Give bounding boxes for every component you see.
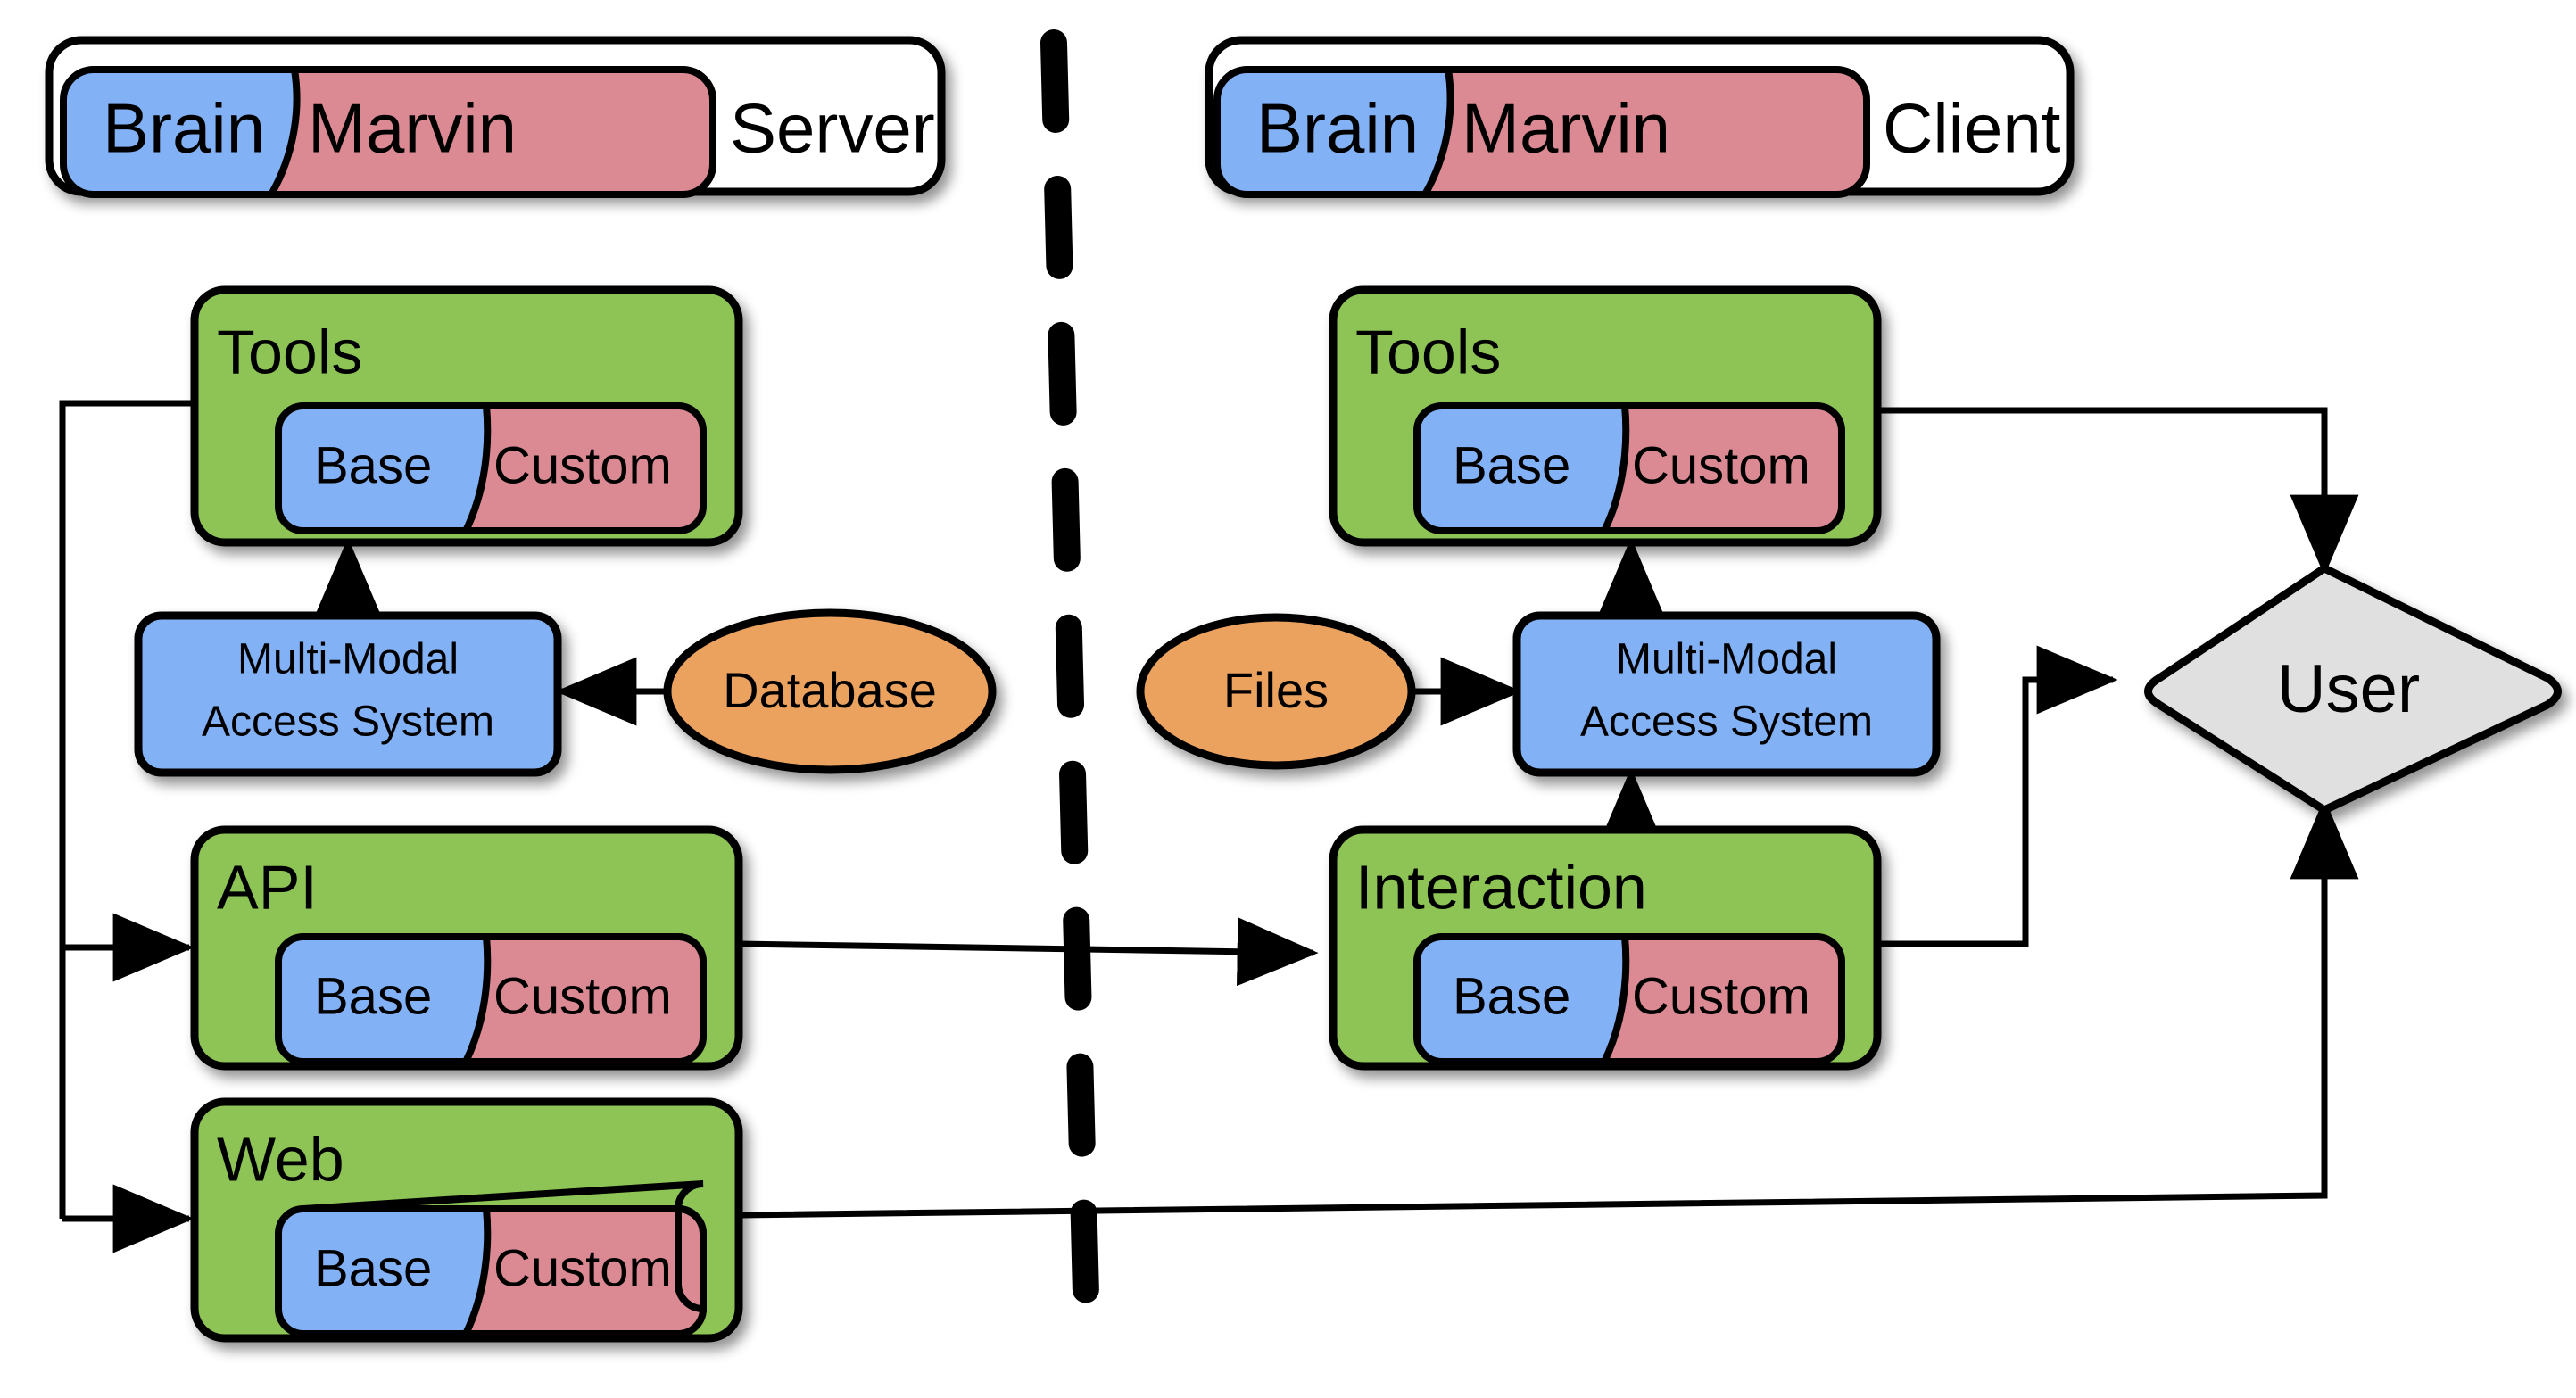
pill-divider [1601, 936, 1630, 1063]
client-mmas-line2: Access System [1580, 699, 1873, 746]
pill-divider [462, 405, 492, 533]
client-mmas-box[interactable]: Multi-Modal Access System [1512, 611, 1941, 777]
pill-divider [462, 936, 492, 1063]
pill-base-label: Base [314, 967, 432, 1025]
server-api-pill[interactable]: Base Custom [275, 933, 707, 1065]
edge-api-to-interaction [738, 917, 1319, 987]
pill-red-bg [466, 937, 703, 1062]
user-node[interactable]: User [2144, 564, 2562, 815]
server-mmas-line1: Multi-Modal [237, 636, 459, 683]
files-label: Files [1223, 662, 1329, 718]
pill-base-label: Base [314, 436, 432, 494]
client-mmas-frame [1512, 611, 1941, 777]
server-api-box[interactable]: API Base Custom [190, 825, 743, 1071]
pill-custom-label: Custom [493, 436, 672, 494]
pill-outline [275, 402, 707, 534]
user-diamond [2144, 564, 2562, 815]
pill-divider [1601, 405, 1630, 533]
server-mmas-line2: Access System [202, 699, 494, 746]
pill-base-label: Base [1453, 967, 1570, 1025]
edge-tools-to-user [1877, 407, 2359, 576]
server-brand-pill: Brain Marvin [60, 66, 716, 198]
connector-layer [59, 400, 2359, 1253]
edge-server-left-bus [59, 400, 195, 1219]
server-web-pill[interactable]: Base Custom [275, 1180, 707, 1337]
pill-red-bg [466, 406, 703, 531]
client-brand-right: Marvin [1462, 89, 1670, 168]
client-interaction-label: Interaction [1355, 852, 1647, 922]
server-client-divider [1040, 29, 1100, 1343]
client-tools-label: Tools [1355, 317, 1501, 386]
pill-custom-label: Custom [1632, 436, 1810, 494]
client-title-card: Brain Marvin Client [1205, 36, 2075, 198]
files-node[interactable]: Files [1136, 613, 1416, 770]
client-brand-pill: Brain Marvin [1213, 66, 1870, 198]
pill-red-bg [466, 1209, 703, 1334]
pill-base-label: Base [1453, 436, 1570, 494]
pill-outline [275, 1205, 707, 1337]
server-mmas-frame [134, 611, 562, 777]
pill-custom-label: Custom [493, 1239, 672, 1297]
client-brand-left: Brain [1256, 89, 1419, 168]
server-web-label: Web [217, 1124, 344, 1194]
client-interaction-pill[interactable]: Base Custom [1413, 933, 1845, 1065]
brand-pill-red-bg [272, 70, 713, 194]
client-tools-box[interactable]: Tools Base Custom [1329, 285, 1882, 547]
pill-outline [1413, 402, 1845, 534]
edge-interaction-to-user [1877, 645, 2118, 947]
client-mmas-line1: Multi-Modal [1616, 636, 1837, 683]
client-tools-pill[interactable]: Base Custom [1413, 402, 1845, 534]
brand-pill-outline [1213, 66, 1870, 198]
divider-dashed-line [1040, 29, 1100, 1343]
pill-base-label: Base [314, 1239, 432, 1297]
brand-pill-divider [268, 69, 301, 196]
pill-red-bg [1604, 937, 1842, 1062]
files-ellipse [1136, 613, 1416, 770]
server-title-card: Brain Marvin Server [45, 36, 946, 198]
server-api-label: API [217, 852, 318, 922]
server-brand-right: Marvin [308, 89, 517, 168]
server-title-suffix: Server [730, 89, 935, 168]
server-tools-pill[interactable]: Base Custom [275, 402, 707, 534]
pill-outline [1413, 933, 1845, 1065]
pill-divider [462, 1208, 492, 1336]
brand-pill-outline [60, 66, 716, 198]
server-brand-left: Brain [103, 89, 265, 168]
pill-outline [275, 933, 707, 1065]
pill-red-bg [1604, 406, 1842, 531]
database-node[interactable]: Database [663, 608, 997, 774]
server-web-box[interactable]: Web Base Custom [190, 1097, 743, 1343]
server-mmas-box[interactable]: Multi-Modal Access System [134, 611, 562, 777]
database-label: Database [723, 662, 937, 718]
brand-pill-divider [1421, 69, 1454, 196]
pill-custom-label: Custom [493, 967, 672, 1025]
brand-pill-red-bg [1426, 70, 1867, 194]
user-label: User [2277, 651, 2420, 727]
client-title-suffix: Client [1883, 89, 2061, 168]
edge-web-to-user [738, 798, 2359, 1219]
server-tools-box[interactable]: Tools Base Custom [190, 285, 743, 547]
server-tools-label: Tools [217, 317, 362, 386]
client-interaction-box[interactable]: Interaction Base Custom [1329, 825, 1882, 1071]
database-ellipse [663, 608, 997, 774]
pill-custom-label: Custom [1632, 967, 1810, 1025]
